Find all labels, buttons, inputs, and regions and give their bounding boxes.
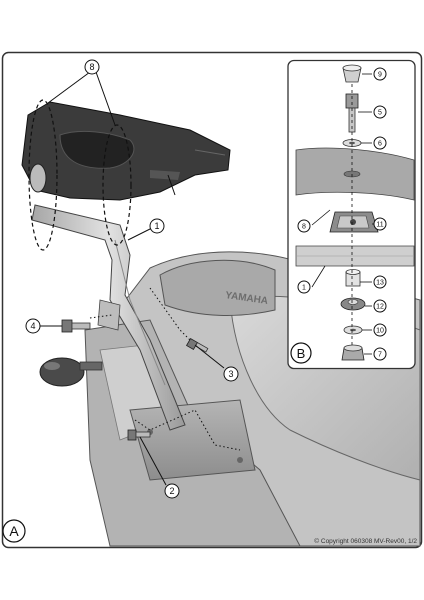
inset-callout-5: 5: [373, 105, 387, 119]
inset-callout-12: 12: [373, 299, 387, 313]
main-callouts: 8 1 4 3 2: [25, 59, 239, 499]
inset-callout-number: 8: [302, 224, 306, 231]
alignment-guides: [28, 99, 132, 251]
callout-number: 2: [169, 486, 174, 496]
inset-callout-9: 9: [373, 67, 387, 81]
turn-signal-icon: [39, 357, 103, 387]
screw-3-icon: [185, 337, 209, 353]
callout-2: 2: [164, 483, 180, 499]
inset-callout-1: 1: [297, 280, 311, 294]
cap-9-icon: [342, 64, 362, 83]
inset-callout-10: 10: [373, 323, 387, 337]
inset-callout-number: 7: [378, 352, 382, 359]
callout-number: 1: [154, 221, 159, 231]
callout-number: 3: [228, 369, 233, 379]
dotted-leaders: [89, 287, 241, 451]
inset-callout-8: 8: [297, 219, 311, 233]
inset-callout-number: 12: [376, 304, 384, 311]
copyright-text: © Copyright 060308 MV-Rev00, 1/2: [314, 537, 417, 545]
inset-callout-6: 6: [373, 136, 387, 150]
inset-callout-number: 13: [376, 280, 384, 287]
inset-callout-number: 1: [302, 285, 306, 292]
rubber-12-icon: [340, 297, 366, 311]
callout-4: 4: [25, 318, 41, 334]
panel-label-b-text: B: [297, 346, 306, 361]
washer-10-icon: [343, 325, 363, 335]
leader-lines-main: [39, 71, 225, 486]
inset-callout-number: 6: [378, 141, 382, 148]
callout-number: 8: [89, 62, 94, 72]
spacer-11-icon: [329, 211, 379, 233]
inset-callout-number: 9: [378, 72, 382, 79]
inset-callout-13: 13: [373, 275, 387, 289]
inset-callout-number: 11: [376, 222, 383, 229]
callout-number: 4: [30, 321, 35, 331]
panel-label-a-text: A: [9, 523, 19, 539]
callout-8: 8: [84, 59, 100, 75]
bushing-13-icon: [345, 269, 361, 287]
rack-plate: [21, 101, 231, 201]
inset-callout-number: 10: [376, 328, 384, 335]
panel-label-a: A: [2, 519, 26, 543]
callout-3: 3: [223, 366, 239, 382]
bolt-2-icon: [127, 429, 151, 441]
support-bracket: [31, 204, 186, 431]
inset-callout-number: 5: [378, 110, 382, 117]
nut-7-icon: [341, 344, 365, 361]
inset-callout-11: 11: [373, 217, 387, 231]
callout-1: 1: [149, 218, 165, 234]
inset-callout-7: 7: [373, 347, 387, 361]
